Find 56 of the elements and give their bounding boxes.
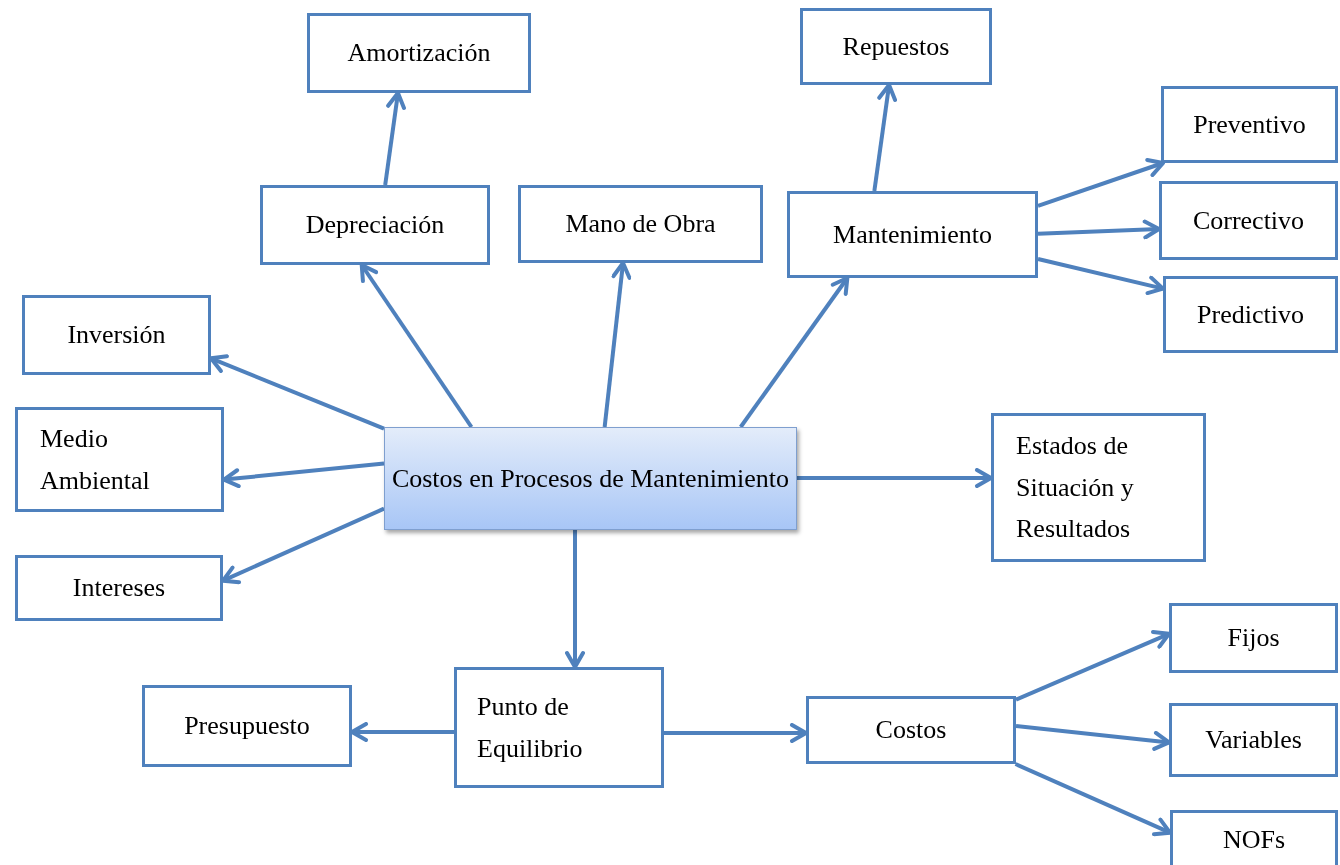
concept-label: Amortización (347, 37, 491, 70)
concept-box (22, 295, 211, 375)
arrow (565, 530, 585, 669)
concept-label: Estados de Situación y Resultados (1016, 430, 1135, 546)
concept-label: Punto de Equilibrio (477, 690, 584, 765)
concept-label: Mano de Obra (565, 208, 716, 241)
arrow (209, 354, 385, 431)
concept-label: Repuestos (842, 30, 950, 63)
concept-label: Inversión (67, 319, 166, 352)
arrow (1037, 157, 1166, 208)
concept-box (307, 13, 531, 93)
concept-label: Preventivo (1193, 108, 1306, 141)
concept-label: Costos en Procesos de Mantenimiento (391, 462, 790, 495)
concept-label: Depreciación (305, 209, 445, 242)
arrow (602, 261, 632, 428)
concept-box (454, 667, 664, 788)
concept-box (1169, 703, 1338, 777)
concept-box (800, 8, 992, 85)
concept-box (787, 191, 1038, 278)
arrow (383, 91, 406, 186)
concept-box (1169, 603, 1338, 673)
concept-label: Intereses (72, 572, 166, 605)
arrow (1037, 219, 1161, 240)
concept-label: Correctivo (1192, 204, 1305, 237)
arrow (739, 276, 850, 429)
concept-box (142, 685, 352, 767)
concept-box (15, 407, 224, 512)
arrow (359, 263, 474, 429)
arrow (350, 722, 454, 742)
concept-box (15, 555, 223, 621)
arrow (797, 468, 993, 488)
concept-label: Variables (1205, 724, 1302, 757)
concept-label: Mantenimiento (833, 218, 992, 251)
concept-label: Presupuesto (184, 710, 310, 743)
arrow (1037, 257, 1165, 296)
concept-label: Costos (875, 714, 947, 747)
arrow (872, 83, 898, 192)
concept-box (518, 185, 763, 263)
arrow (1014, 762, 1172, 837)
arrow (222, 461, 385, 489)
concept-box (1159, 181, 1338, 260)
concept-label: Medio Ambiental (40, 422, 151, 497)
central-concept-box (384, 427, 797, 530)
concept-label: Fijos (1227, 622, 1280, 655)
concept-label: NOFs (1222, 824, 1286, 857)
arrow (1015, 723, 1171, 751)
concept-label: Predictivo (1197, 298, 1304, 331)
concept-box (260, 185, 490, 265)
arrow (221, 506, 385, 585)
concept-box (806, 696, 1016, 764)
concept-box (1170, 810, 1338, 865)
concept-box (991, 413, 1206, 562)
arrow (664, 723, 808, 743)
concept-box (1163, 276, 1338, 353)
concept-box (1161, 86, 1338, 163)
arrow (1015, 630, 1171, 702)
